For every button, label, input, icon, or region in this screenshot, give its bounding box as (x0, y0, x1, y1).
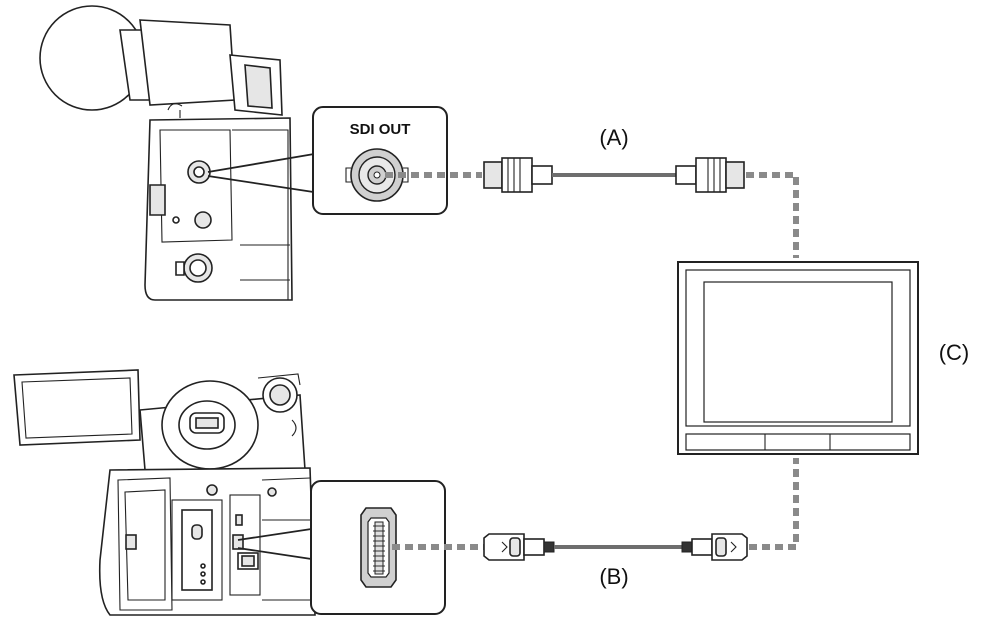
monitor-icon (677, 261, 919, 455)
bnc-connector-right-icon (675, 157, 745, 193)
label-b: (B) (599, 564, 628, 589)
hdmi-to-monitor-dashed-link (749, 458, 799, 550)
sdi-out-label: SDI OUT (350, 121, 411, 138)
hdmi-port-icon (360, 507, 397, 588)
zoom-leader-top (207, 152, 321, 194)
sdi-callout-box: SDI OUT (312, 106, 448, 215)
label-a: (A) (599, 125, 628, 150)
zoom-leader-bottom (237, 527, 319, 561)
hdmi-callout-box (310, 480, 446, 615)
camera-top-illustration (39, 5, 293, 301)
camera-bottom-illustration (13, 369, 316, 616)
bnc-connector-left-icon (483, 157, 553, 193)
label-c: (C) (939, 340, 970, 365)
sdi-to-monitor-dashed-link (746, 172, 799, 258)
hdmi-connector-left-icon (483, 533, 555, 561)
hdmi-connector-right-icon (681, 533, 748, 561)
bnc-port-icon (345, 148, 409, 202)
